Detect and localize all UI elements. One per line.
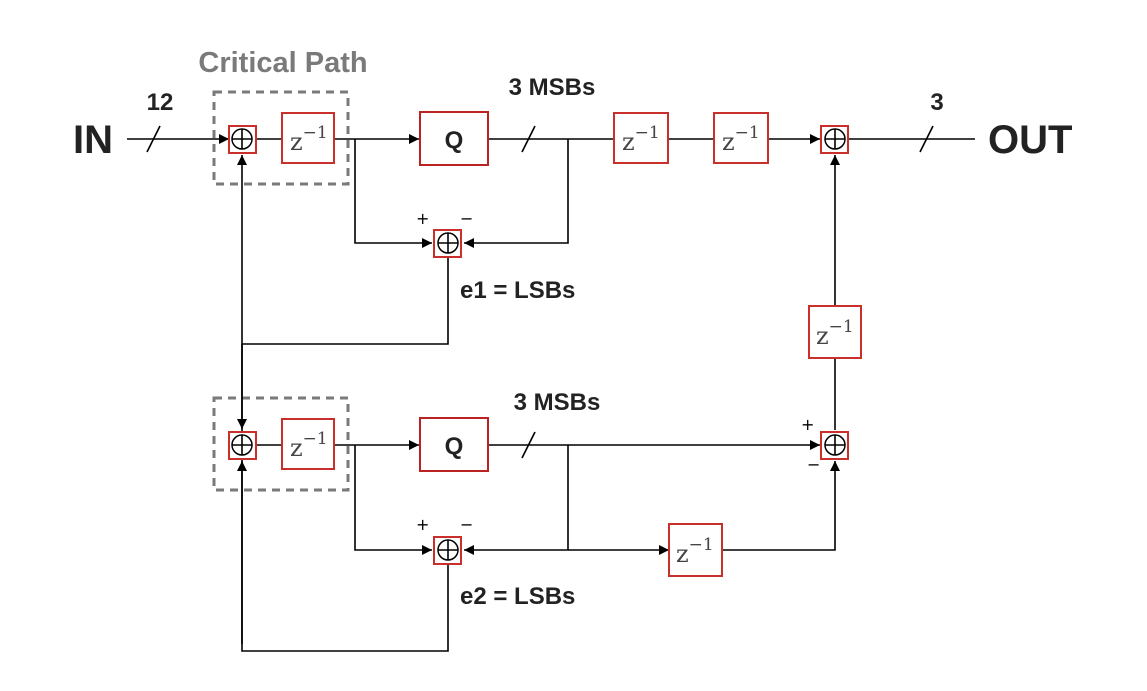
critical-path-box-top xyxy=(212,90,350,186)
svg-text:z−1: z−1 xyxy=(622,123,660,156)
plus-sign-diff: + xyxy=(801,415,814,434)
wire-delay6-to-diff xyxy=(722,461,840,551)
input-width-label: 12 xyxy=(147,89,174,116)
wire-pre-q1-to-e1 xyxy=(354,139,432,248)
error-junction-e1 xyxy=(433,229,462,258)
svg-text:z−1: z−1 xyxy=(290,123,328,156)
delay-block-3: z−1 xyxy=(713,112,769,164)
wire-e2-feedback xyxy=(237,461,449,652)
minus-sign-e1: − xyxy=(460,209,473,228)
msb-bus-slash-top xyxy=(521,125,536,153)
output-width-label: 3 xyxy=(930,89,943,116)
e1-label: e1 = LSBs xyxy=(460,277,575,304)
plus-sign-e1: + xyxy=(416,209,429,228)
quantizer-label-bottom: Q xyxy=(445,433,464,460)
input-bus-slash xyxy=(146,125,161,153)
quantizer-label-top: Q xyxy=(445,127,464,154)
output-bus-slash xyxy=(919,125,934,153)
delay-block-4: z−1 xyxy=(281,418,335,470)
svg-text:z−1: z−1 xyxy=(676,535,714,568)
quantizer-block-bottom: Q xyxy=(419,417,489,472)
summing-junction-1 xyxy=(228,125,257,154)
delay-block-1: z−1 xyxy=(281,112,335,164)
svg-text:z−1: z−1 xyxy=(722,123,760,156)
msbs-label-bottom: 3 MSBs xyxy=(514,389,601,416)
summing-junction-2 xyxy=(228,431,257,460)
difference-junction xyxy=(820,431,849,460)
summing-junction-out xyxy=(820,125,849,154)
critical-path-box-bottom xyxy=(212,396,350,492)
error-junction-e2 xyxy=(433,536,462,565)
svg-text:z−1: z−1 xyxy=(290,429,328,462)
msbs-label-top: 3 MSBs xyxy=(509,74,596,101)
input-label: IN xyxy=(73,118,113,162)
minus-sign-diff: − xyxy=(807,455,820,474)
svg-text:z−1: z−1 xyxy=(816,317,854,350)
msb-bus-slash-bottom xyxy=(521,431,536,459)
delay-block-2: z−1 xyxy=(613,112,669,164)
e2-label: e2 = LSBs xyxy=(460,583,575,610)
output-label: OUT xyxy=(988,118,1072,162)
minus-sign-e2: − xyxy=(460,515,473,534)
wire-pre-q2-to-e2 xyxy=(354,445,432,555)
critical-path-label: Critical Path xyxy=(198,47,367,79)
delay-block-6: z−1 xyxy=(668,523,723,577)
wire-post-q1-to-e1 xyxy=(464,139,569,248)
plus-sign-e2: + xyxy=(416,515,429,534)
quantizer-block-top: Q xyxy=(419,111,489,166)
delay-block-5: z−1 xyxy=(808,305,862,359)
wire-e1-out xyxy=(242,258,449,345)
